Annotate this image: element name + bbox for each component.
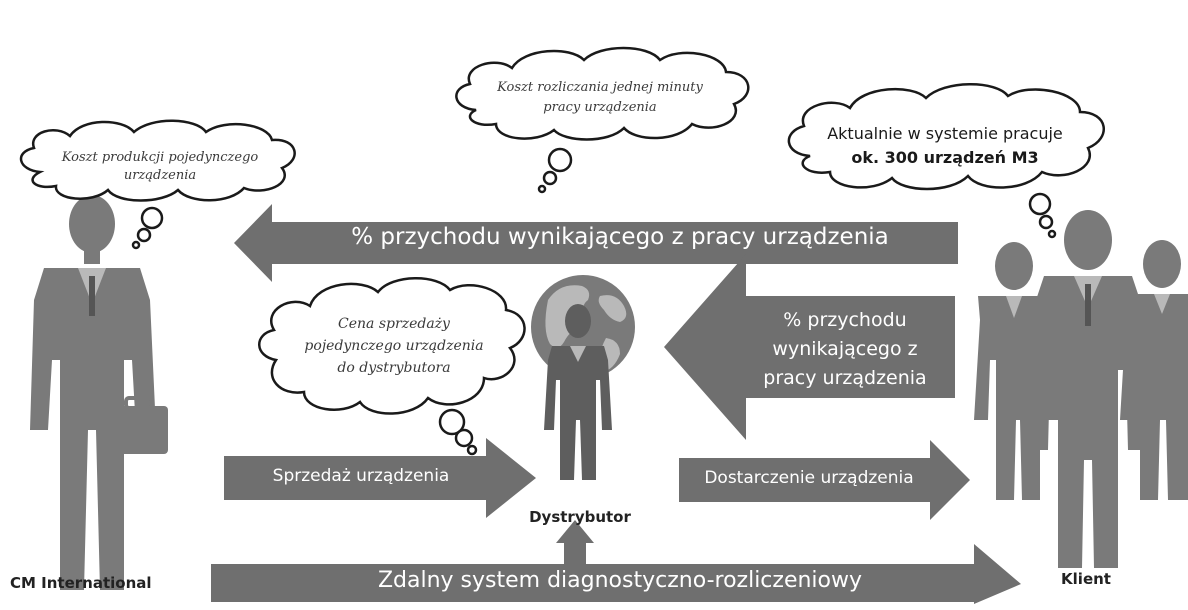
actor-client: Klient <box>1061 570 1111 588</box>
delivery-arrow-label: Dostarczenie urządzenia <box>704 468 914 488</box>
cloud-distributor-price-line1: Cena sprzedaży <box>338 316 450 332</box>
middle-arrow-label-line3: pracy urządzenia <box>763 367 927 389</box>
cloud-distributor-price-line3: do dystrybutora <box>337 360 451 376</box>
sale-arrow-label: Sprzedaż urządzenia <box>272 466 450 486</box>
cloud-client-note <box>787 83 1105 239</box>
middle-arrow <box>664 254 955 440</box>
cloud-distributor-price-line2: pojedynczego urządzenia <box>304 338 484 354</box>
cloud-distributor-price <box>258 277 526 456</box>
cloud-production-cost-line2: urządzenia <box>123 168 197 183</box>
distributor-figure <box>544 304 612 480</box>
up-arrow <box>556 520 594 564</box>
top-arrow <box>234 204 958 282</box>
top-arrow-label: % przychodu wynikającego z pracy urządze… <box>351 224 889 250</box>
cloud-client-note-line1: Aktualnie w systemie pracuje <box>827 124 1063 143</box>
delivery-arrow <box>679 440 970 520</box>
cloud-production-cost <box>20 119 296 250</box>
client-figures <box>974 210 1188 568</box>
bottom-arrow-label: Zdalny system diagnostyczno-rozliczeniow… <box>377 568 863 593</box>
middle-arrow-label-line1: % przychodu <box>783 309 907 331</box>
cloud-minute-cost <box>455 46 750 194</box>
middle-arrow-label-line2: wynikającego z <box>772 338 918 360</box>
actor-cm-international: CM International <box>10 574 152 592</box>
cloud-production-cost-line1: Koszt produkcji pojedynczego <box>61 150 259 165</box>
bottom-arrow <box>211 544 1021 604</box>
cloud-client-note-line2: ok. 300 urządzeń M3 <box>851 148 1039 167</box>
cloud-minute-cost-line1: Koszt rozliczania jednej minuty <box>497 80 703 95</box>
actor-distributor: Dystrybutor <box>529 508 631 526</box>
cm-international-figure <box>30 195 168 590</box>
cloud-minute-cost-line2: pracy urządzenia <box>543 100 657 115</box>
sale-arrow <box>224 438 536 518</box>
